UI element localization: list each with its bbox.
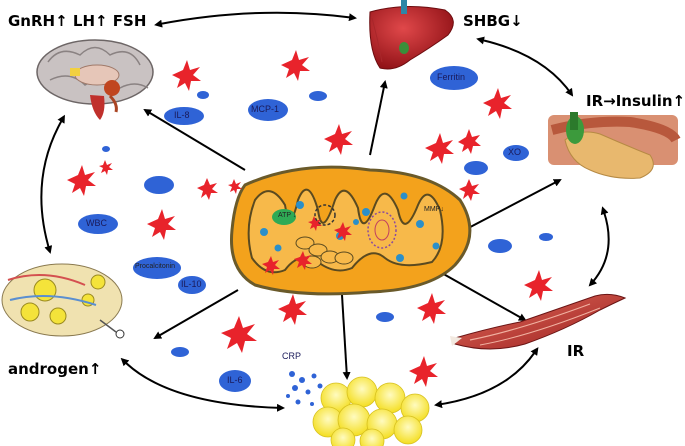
- shbg-label: SHBG↓: [463, 12, 523, 30]
- adipose-illustration: [312, 376, 430, 446]
- mcp1-label: MCP-1: [251, 104, 280, 114]
- xo-label: XO: [508, 147, 522, 157]
- ros-stars: [67, 50, 553, 387]
- feedback-arrows: [40, 11, 610, 412]
- ferritin-label: Ferritin: [437, 72, 466, 82]
- pancreas-illustration: [548, 112, 681, 179]
- hormones-label: GnRH↑ LH↑ FSH: [8, 12, 147, 30]
- biomarker-ovals: [78, 66, 529, 392]
- il6-label: IL-6: [227, 375, 243, 385]
- ovary-illustration: [1, 263, 125, 339]
- il10-label: IL-10: [181, 279, 202, 289]
- brain-illustration: [36, 39, 154, 120]
- mmp-label: MMP↓: [424, 206, 444, 213]
- atp-label: ATP ↓: [278, 212, 297, 219]
- liver-illustration: [369, 0, 454, 70]
- il8-label: IL-8: [174, 110, 190, 120]
- effect-arrows: [143, 80, 562, 380]
- procalcitonin-label: Procalcitonin: [135, 263, 176, 270]
- muscle-illustration: [450, 293, 627, 350]
- crp-particles: [286, 371, 323, 406]
- androgen-label: androgen↑: [8, 360, 102, 378]
- ir-label: IR: [567, 342, 585, 360]
- unlabelled-particles: [102, 91, 553, 357]
- insulin-label: IR→Insulin↑: [586, 92, 685, 110]
- crp-label: CRP: [282, 351, 302, 361]
- mitochondrion: [229, 165, 472, 296]
- wbc-label: WBC: [86, 218, 107, 228]
